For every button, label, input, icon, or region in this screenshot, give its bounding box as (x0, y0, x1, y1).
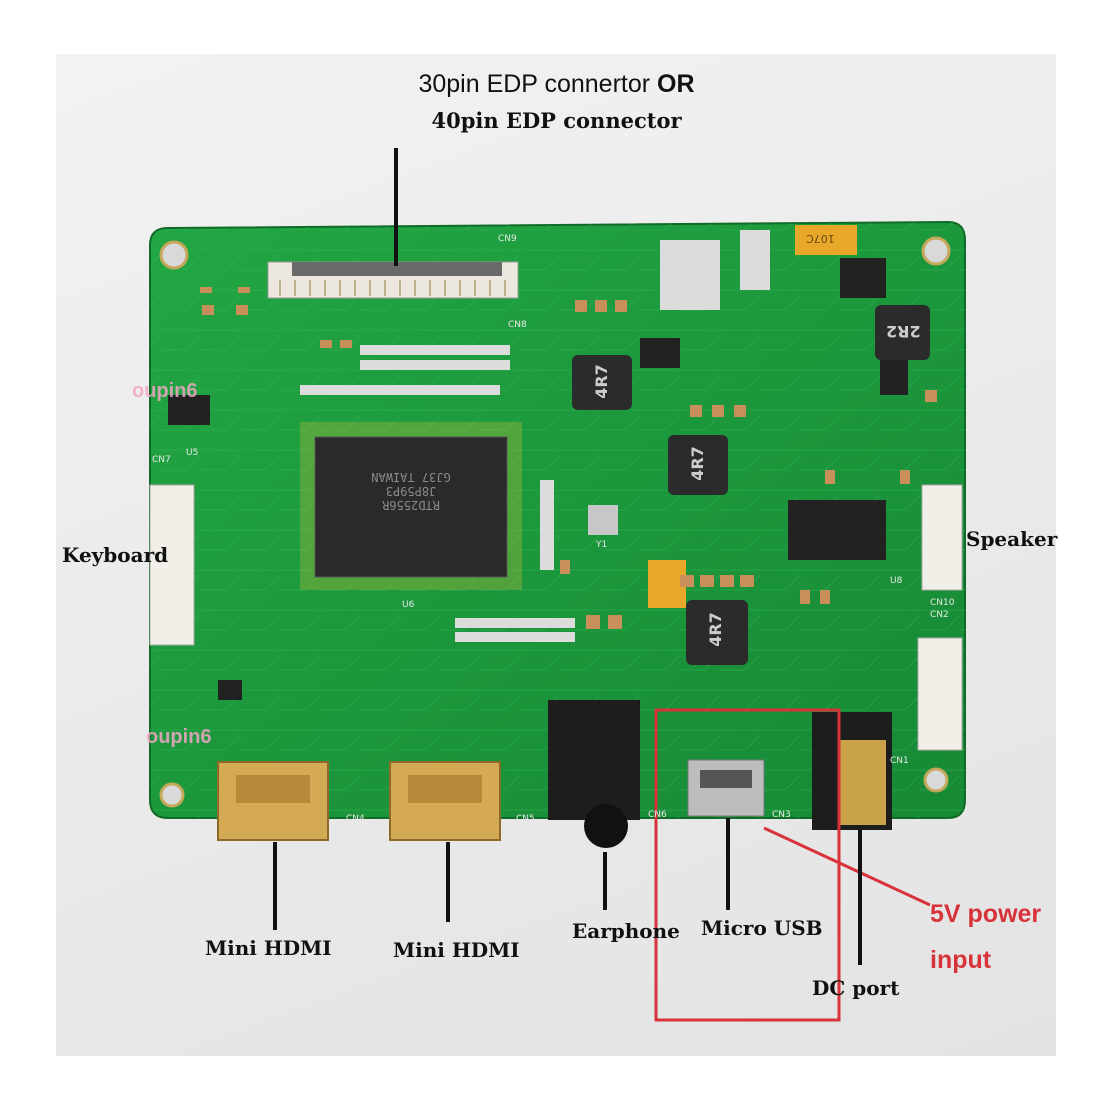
watermark-1: oupin6 (132, 380, 198, 402)
connector-title-text: 30pin EDP connertor (418, 70, 651, 98)
main-chip-line1: RTD2556R (382, 498, 440, 512)
inductor-label-1: 4R7 (591, 364, 611, 399)
inductor-label-3: 4R7 (705, 612, 725, 647)
silk-cn9: CN9 (498, 234, 517, 244)
label-speaker: Speaker (966, 527, 1058, 551)
silk-cn1: CN1 (890, 756, 909, 766)
connector-title-or: OR (657, 70, 695, 98)
silk-cn6: CN6 (648, 810, 667, 820)
silk-u5: U5 (186, 448, 199, 458)
label-keyboard: Keyboard (62, 543, 169, 567)
label-mini-hdmi-1: Mini HDMI (205, 936, 332, 960)
label-dc-port: DC port (812, 976, 900, 1000)
silk-cn3: CN3 (772, 810, 791, 820)
inductor-label-4: 2R2 (886, 322, 921, 341)
silk-cn8: CN8 (508, 320, 527, 330)
power-label-line1: 5V power (930, 900, 1042, 928)
silk-cn5: CN5 (516, 814, 535, 824)
inductor-label-2: 4R7 (687, 446, 707, 481)
label-mini-hdmi-2: Mini HDMI (393, 938, 520, 962)
silk-cn4: CN4 (346, 814, 365, 824)
silk-u6: U6 (402, 600, 415, 610)
watermark-2: oupin6 (146, 726, 212, 748)
main-chip-line2: J8P59P3 (385, 484, 437, 498)
silk-cn7: CN7 (152, 455, 171, 465)
label-micro-usb: Micro USB (701, 916, 823, 940)
silk-u8: U8 (890, 576, 903, 586)
power-label-line2: input (930, 946, 992, 974)
main-chip-line3: GJ37 TAIWAN (371, 470, 451, 484)
connector-title-line2: 40pin EDP connector (431, 108, 682, 133)
connector-title-line1: 30pin EDP connertor OR (0, 70, 1113, 99)
main-chip-marking: RTD2556R J8P59P3 GJ37 TAIWAN (315, 470, 507, 512)
label-earphone: Earphone (572, 919, 680, 943)
silk-y1: Y1 (596, 540, 608, 550)
tantalum-label: 107C (806, 232, 835, 245)
silk-cn2: CN2 (930, 610, 949, 620)
silk-cn10: CN10 (930, 598, 955, 608)
